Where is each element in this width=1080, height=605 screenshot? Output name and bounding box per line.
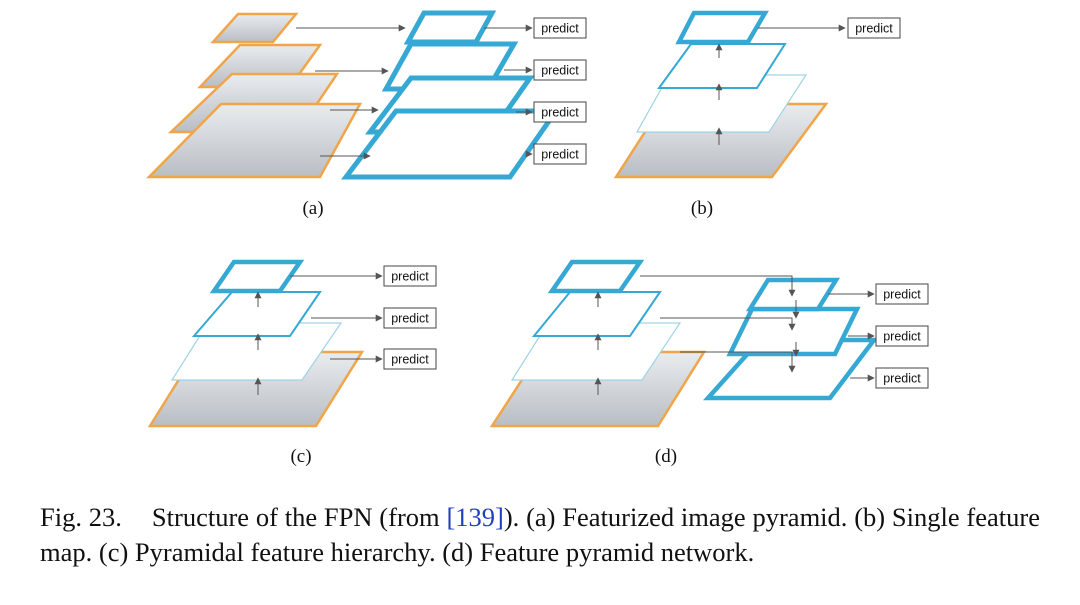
predict-box — [383, 307, 437, 329]
predict-label: predict — [391, 312, 429, 326]
caption-reference-link[interactable]: [139] — [446, 502, 504, 532]
lateral-arrow — [640, 275, 796, 297]
predict-box — [533, 17, 587, 39]
image-layer — [146, 102, 363, 179]
panel-label-b: (b) — [691, 198, 713, 219]
lateral-arrow — [680, 351, 796, 373]
caption-text-after-ref: ). (a) Featurized image pyramid. (b) Sin… — [40, 502, 1040, 567]
predict-label: predict — [391, 270, 429, 284]
predict-box — [875, 325, 929, 347]
panel-label-a: (a) — [302, 198, 323, 219]
predict-box — [875, 367, 929, 389]
caption-text-before-ref: Structure of the FPN (from — [151, 502, 447, 532]
predict-label: predict — [883, 288, 921, 302]
lateral-arrow — [660, 317, 796, 331]
predict-label: predict — [541, 64, 579, 78]
panel-label-c: (c) — [290, 446, 311, 467]
feature-map — [745, 277, 841, 312]
feature-map — [531, 291, 662, 337]
predict-box — [383, 265, 437, 287]
image-layer — [210, 12, 299, 44]
predict-box — [847, 17, 901, 39]
feature-map — [340, 108, 561, 180]
feature-map — [209, 259, 305, 294]
figure-caption: Fig. 23. Structure of the FPN (from [139]… — [40, 500, 1040, 570]
feature-map — [657, 43, 787, 89]
predict-label: predict — [391, 353, 429, 367]
caption-label: Fig. 23. — [40, 502, 122, 532]
predict-box — [533, 101, 587, 123]
predict-label: predict — [883, 372, 921, 386]
feature-map — [675, 10, 769, 45]
predict-box — [533, 59, 587, 81]
feature-map — [191, 291, 322, 337]
predict-label: predict — [883, 330, 921, 344]
panel-label-d: (d) — [655, 446, 677, 467]
predict-label: predict — [541, 148, 579, 162]
predict-label: predict — [541, 106, 579, 120]
predict-box — [875, 283, 929, 305]
predict-label: predict — [541, 22, 579, 36]
feature-map — [547, 259, 645, 294]
predict-box — [533, 143, 587, 165]
feature-map — [403, 10, 497, 45]
fpn-figure: predict predict predict predict predict predi… — [146, 10, 929, 467]
predict-box — [383, 348, 437, 370]
predict-label: predict — [855, 22, 893, 36]
feature-map — [726, 306, 861, 357]
